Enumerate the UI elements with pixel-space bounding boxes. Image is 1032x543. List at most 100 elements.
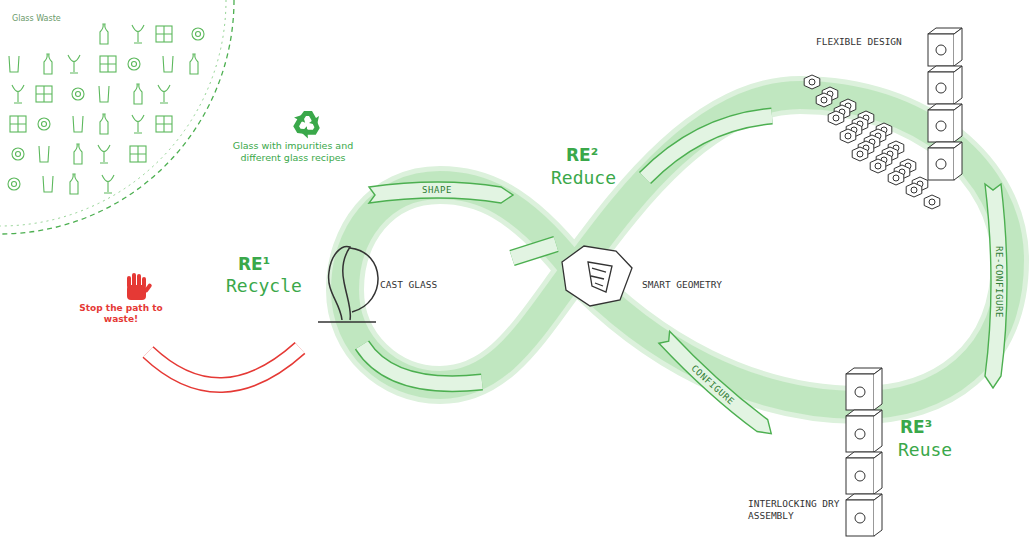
glass-icon bbox=[132, 62, 137, 67]
block-side bbox=[874, 368, 882, 410]
block-hole bbox=[929, 199, 935, 205]
hex-block bbox=[852, 147, 868, 161]
glass-icon bbox=[99, 86, 109, 102]
glass-icon bbox=[16, 152, 21, 157]
glass-icon bbox=[43, 176, 53, 192]
glass-waste-circle: Glass Waste bbox=[0, 0, 235, 235]
band-outline bbox=[645, 116, 772, 178]
glass-icon bbox=[196, 32, 201, 37]
block-hole bbox=[855, 471, 865, 481]
block-hole bbox=[875, 163, 881, 169]
dotted-outline bbox=[0, 0, 226, 226]
glass-icon bbox=[44, 54, 52, 74]
glass-icon bbox=[163, 56, 173, 72]
glass-icon bbox=[190, 54, 198, 74]
glass-icon bbox=[10, 116, 26, 132]
glass-icon bbox=[100, 114, 108, 134]
band-fill bbox=[362, 345, 482, 384]
block-outline bbox=[562, 246, 632, 306]
block-hole bbox=[845, 133, 851, 139]
glass-icon bbox=[9, 56, 19, 72]
glass-icon bbox=[100, 56, 116, 72]
block-face bbox=[928, 148, 954, 180]
finger bbox=[127, 276, 131, 288]
glass-icon bbox=[132, 25, 144, 43]
block-side bbox=[954, 142, 962, 180]
glass-waste-icons bbox=[8, 24, 204, 194]
step-number: RE² bbox=[566, 145, 598, 165]
glass-icon bbox=[12, 148, 24, 160]
warning-text: Stop the path to waste! bbox=[78, 303, 164, 325]
block-hole bbox=[809, 79, 815, 85]
glass-icon bbox=[128, 58, 140, 70]
glass-icon bbox=[132, 115, 144, 133]
block-side bbox=[874, 452, 882, 494]
glass-icon bbox=[158, 85, 170, 103]
glass-icon bbox=[68, 55, 80, 73]
glass-icon bbox=[99, 86, 109, 102]
hex-block bbox=[888, 171, 904, 185]
glass-icon bbox=[36, 86, 52, 102]
stop-hand-icon bbox=[127, 273, 153, 300]
dashed-outline bbox=[0, 0, 234, 234]
base-line bbox=[318, 321, 376, 323]
block-hole bbox=[911, 187, 917, 193]
glass-icon bbox=[134, 84, 142, 104]
band-fill bbox=[512, 244, 556, 258]
band-outline bbox=[362, 345, 482, 384]
glass-icon bbox=[192, 28, 204, 40]
block-side bbox=[874, 410, 882, 452]
thumb bbox=[143, 283, 152, 293]
glass-icon bbox=[156, 26, 172, 42]
block-hole bbox=[936, 159, 946, 169]
glass-icon bbox=[156, 26, 172, 42]
block-stack bbox=[928, 28, 962, 180]
step-caption: CAST GLASS bbox=[380, 279, 437, 290]
block-hole bbox=[936, 121, 946, 131]
glass-icon bbox=[43, 176, 53, 192]
glass-icon bbox=[102, 175, 114, 193]
glass-icon bbox=[100, 114, 108, 134]
glass-icon bbox=[100, 56, 116, 72]
glass-icon bbox=[156, 26, 172, 42]
glass-icon bbox=[132, 25, 144, 43]
block-hole bbox=[893, 175, 899, 181]
glass-icon bbox=[12, 85, 24, 103]
d-shape bbox=[350, 248, 378, 312]
recycle-arrow bbox=[290, 113, 313, 138]
step-caption: SMART GEOMETRY bbox=[642, 279, 722, 290]
hex-block bbox=[804, 75, 820, 89]
block-hole bbox=[821, 97, 827, 103]
step-number: RE³ bbox=[900, 417, 932, 437]
band-label: RE-CONFIGURE bbox=[993, 188, 1005, 376]
band-label: SHAPE bbox=[373, 184, 501, 196]
block-side bbox=[954, 28, 962, 66]
glass-icon bbox=[132, 115, 144, 133]
hex-block bbox=[924, 195, 940, 209]
block-hole bbox=[936, 45, 946, 55]
region-title: Glass Waste bbox=[12, 14, 61, 23]
hatch bbox=[591, 268, 606, 286]
glass-icon bbox=[102, 175, 114, 193]
block-hole bbox=[855, 429, 865, 439]
block-hole bbox=[855, 387, 865, 397]
block-side bbox=[954, 66, 962, 104]
glass-icon bbox=[74, 144, 82, 164]
glass-icon bbox=[72, 88, 84, 100]
shape-arrow-band: SHAPE bbox=[365, 175, 515, 205]
glass-icon bbox=[9, 56, 19, 72]
glass-icon bbox=[70, 174, 78, 194]
glass-icon bbox=[158, 85, 170, 103]
cutout bbox=[588, 262, 612, 292]
block-hole bbox=[855, 513, 865, 523]
glass-icon bbox=[36, 86, 52, 102]
band-fill bbox=[645, 116, 772, 178]
band-outline bbox=[657, 331, 777, 441]
glass-icon bbox=[130, 146, 146, 162]
glass-icon bbox=[12, 148, 24, 160]
hex-block bbox=[906, 183, 922, 197]
cast-glass-figure bbox=[318, 246, 378, 322]
recycle-icon bbox=[290, 111, 323, 141]
